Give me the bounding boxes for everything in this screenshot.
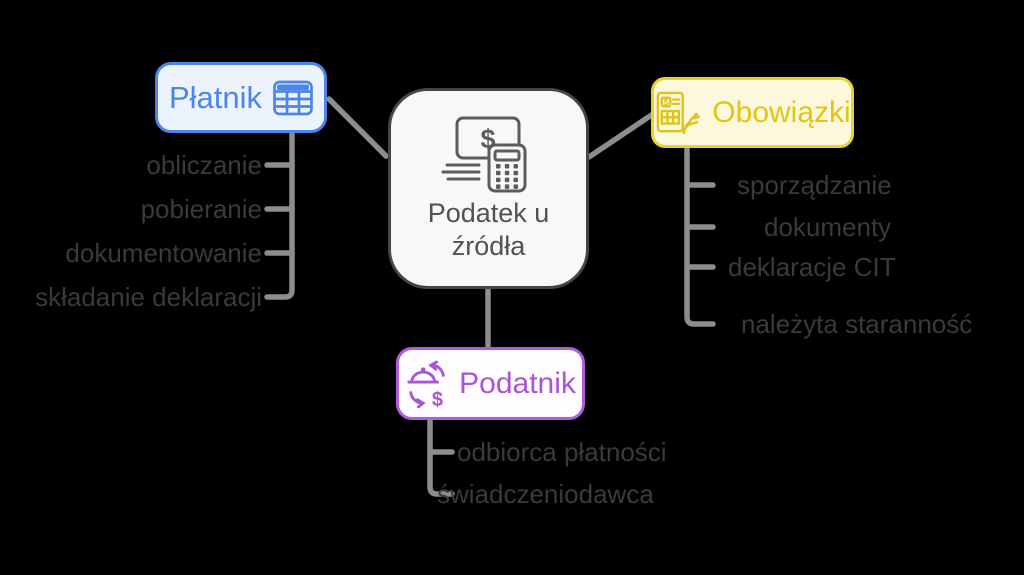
connector-platnik-spine — [264, 131, 295, 300]
obowiazki-item[interactable]: deklaracje CIT — [728, 252, 896, 282]
obowiazki-item[interactable]: dokumenty — [764, 212, 892, 242]
currency-exchange-icon: $ — [407, 360, 445, 408]
podatnik-item[interactable]: odbiorca płatności — [457, 437, 667, 467]
node-center[interactable]: $ Podatek u źródła — [388, 88, 589, 289]
svg-text:$: $ — [432, 389, 443, 408]
connector-podatnik-spine — [427, 416, 455, 497]
platnik-item[interactable]: pobieranie — [140, 194, 262, 224]
podatnik-item[interactable]: świadczeniodawca — [437, 479, 654, 509]
svg-text:$: $ — [664, 97, 669, 107]
table-icon — [273, 80, 313, 115]
obowiazki-label: Obowiązki — [712, 95, 851, 129]
platnik-item[interactable]: obliczanie — [146, 150, 262, 180]
podatnik-label: Podatnik — [459, 366, 576, 400]
obowiazki-item[interactable]: sporządzanie — [737, 170, 892, 200]
node-obowiazki[interactable]: $ Obowiązki — [651, 77, 854, 148]
invoice-hand-icon: $ — [656, 91, 701, 134]
svg-text:$: $ — [480, 124, 495, 154]
node-podatnik[interactable]: $ Podatnik — [396, 347, 585, 420]
cash-calculator-icon: $ — [441, 116, 527, 192]
platnik-item[interactable]: dokumentowanie — [65, 238, 262, 268]
connector-center-obowiazki — [586, 109, 659, 160]
obowiazki-item[interactable]: należyta staranność — [741, 309, 973, 339]
platnik-item[interactable]: składanie deklaracji — [35, 282, 262, 312]
connector-platnik-center — [326, 96, 389, 159]
connector-obowiazki-spine — [684, 144, 716, 327]
node-platnik[interactable]: Płatnik — [155, 62, 327, 133]
center-label: Podatek u źródła — [427, 197, 550, 261]
platnik-label: Płatnik — [168, 79, 263, 115]
